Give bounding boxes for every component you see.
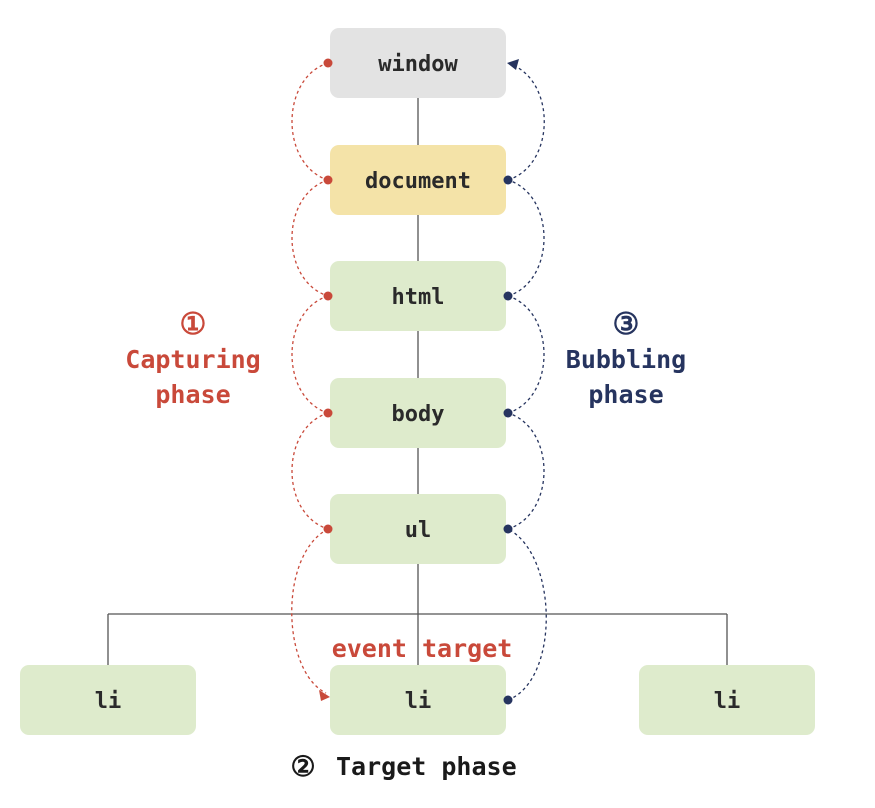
capturing-markers [319, 58, 333, 701]
capturing-number: ① [180, 307, 207, 342]
bubble-arc-ul-body [507, 412, 545, 530]
node-html-label: html [392, 285, 445, 310]
node-window-box [330, 28, 506, 98]
node-html: html [330, 261, 506, 331]
node-body-box [330, 378, 506, 448]
node-ul-box [330, 494, 506, 564]
capturing-arrows [291, 62, 329, 694]
node-ul-label: ul [405, 518, 432, 543]
bubbling-markers [503, 59, 519, 705]
node-body-label: body [392, 402, 445, 427]
capture-arrowhead-icon [319, 690, 330, 701]
capturing-title: Capturing [125, 345, 260, 374]
node-li-center: li [330, 665, 506, 735]
node-li-center-label: li [405, 689, 432, 714]
node-li-left: li [20, 665, 196, 735]
capturing-caption: ① Capturing phase [125, 307, 260, 409]
target-phase-label: Target phase [336, 752, 517, 781]
capture-dot-html [323, 291, 333, 301]
capture-dot-window [323, 58, 333, 68]
node-li-center-box [330, 665, 506, 735]
capture-dot-ul [323, 524, 333, 534]
bubble-arc-document-window [507, 63, 545, 181]
node-html-box [330, 261, 506, 331]
capture-arc-html-body [291, 295, 329, 414]
event-target-label: event target [332, 634, 513, 663]
node-document-label: document [365, 169, 471, 194]
node-li-left-box [20, 665, 196, 735]
bubbling-arrows [507, 63, 547, 701]
bubbling-title: Bubbling [566, 345, 686, 374]
capture-arc-window-document [291, 62, 329, 181]
bubble-arc-html-document [507, 179, 545, 297]
target-phase-caption: ② Target phase [290, 750, 516, 783]
node-body: body [330, 378, 506, 448]
capture-arc-ul-li [291, 528, 329, 694]
node-ul: ul [330, 494, 506, 564]
capture-arc-document-html [291, 179, 329, 297]
node-li-right: li [639, 665, 815, 735]
capture-dot-document [323, 175, 333, 185]
bubble-dot-document [503, 175, 513, 185]
bubbling-subtitle: phase [588, 380, 663, 409]
bubbling-number: ③ [613, 307, 640, 342]
node-window-label: window [378, 52, 458, 77]
node-li-right-label: li [714, 689, 741, 714]
capturing-subtitle: phase [155, 380, 230, 409]
bubbling-caption: ③ Bubbling phase [566, 307, 686, 409]
bubble-dot-body [503, 408, 513, 418]
node-window: window [330, 28, 506, 98]
bubble-arrowhead-icon [507, 59, 519, 70]
bubble-arc-body-html [507, 295, 545, 414]
bubble-dot-html [503, 291, 513, 301]
node-document: document [330, 145, 506, 215]
capture-dot-body [323, 408, 333, 418]
node-li-left-label: li [95, 689, 122, 714]
bubble-dot-li [503, 695, 513, 705]
node-document-box [330, 145, 506, 215]
node-li-right-box [639, 665, 815, 735]
target-phase-number: ② [290, 750, 315, 783]
capture-arc-body-ul [291, 412, 329, 530]
bubble-arc-li-ul [507, 528, 547, 701]
bubble-dot-ul [503, 524, 513, 534]
